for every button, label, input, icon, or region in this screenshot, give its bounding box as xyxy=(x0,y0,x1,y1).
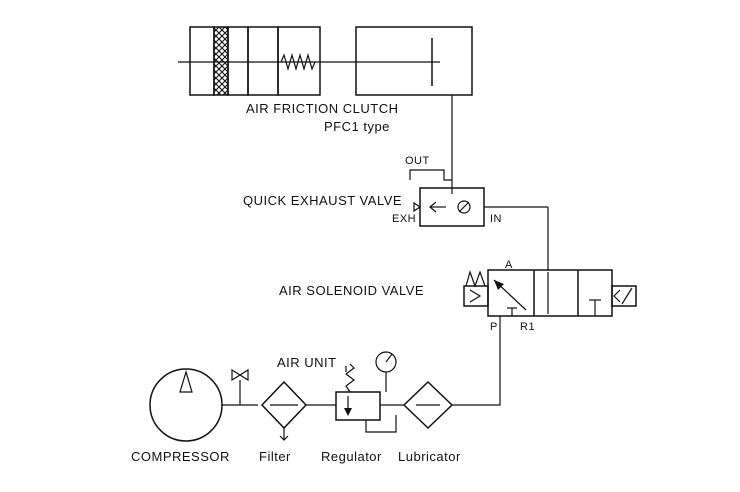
lubricator-diamond-icon xyxy=(402,380,454,430)
pfc1-type-label: PFC1 type xyxy=(324,119,390,134)
solenoid-spring-arrow-icon xyxy=(469,289,482,303)
qev-check-ball-icon xyxy=(457,200,471,214)
filter-label: Filter xyxy=(259,449,291,464)
compressor xyxy=(149,368,223,442)
qev-in-label: IN xyxy=(490,213,502,225)
solenoid-spring-box xyxy=(463,285,489,307)
qev-check-ball-slash xyxy=(458,201,470,213)
air-friction-clutch-label: AIR FRICTION CLUTCH xyxy=(246,101,399,116)
clutch-plate-right xyxy=(247,26,279,96)
solenoid-valve-body xyxy=(487,269,613,317)
air-unit-label: AIR UNIT xyxy=(277,355,337,370)
solenoid-coil-arrow-icon xyxy=(613,289,621,303)
quick-exhaust-valve-label: QUICK EXHAUST VALVE xyxy=(243,193,403,208)
quick-exhaust-valve xyxy=(409,169,548,227)
regulator xyxy=(335,351,397,433)
lubricator xyxy=(402,380,454,430)
air-solenoid-valve-label: AIR SOLENOID VALVE xyxy=(279,283,425,298)
air-solenoid-valve xyxy=(463,269,637,317)
qev-exhaust-port-icon xyxy=(413,201,421,213)
solenoid-coil-slash-icon xyxy=(621,287,633,305)
pressure-gauge-needle xyxy=(385,353,393,363)
lubricator-label: Lubricator xyxy=(398,449,461,464)
pipe-unit-to-solenoid xyxy=(452,316,501,406)
compressor-circle-icon xyxy=(149,368,223,442)
solenoid-coil-box xyxy=(611,285,637,307)
qev-out-label: OUT xyxy=(405,155,430,167)
regulator-label: Regulator xyxy=(321,449,382,464)
regulator-arrow-icon xyxy=(344,408,352,416)
port-p-label: P xyxy=(490,321,498,333)
qev-out-port xyxy=(409,169,452,181)
compressor-label: COMPRESSOR xyxy=(131,449,230,464)
regulator-spring-icon xyxy=(345,363,355,393)
port-a-label: A xyxy=(505,259,513,271)
solenoid-flow-arrowhead-left xyxy=(494,280,504,290)
filter xyxy=(260,380,308,441)
clutch-plate-middle xyxy=(227,26,249,96)
qev-exh-label: EXH xyxy=(392,213,417,225)
compressor-triangle-icon xyxy=(179,369,193,393)
port-r1-label: R1 xyxy=(520,321,536,333)
filter-drain-icon xyxy=(279,435,289,441)
regulator-feedback-line xyxy=(365,415,397,433)
clutch-spring-housing xyxy=(277,26,321,96)
solenoid-spring-icon xyxy=(465,270,486,288)
clutch-spring-icon xyxy=(280,52,316,72)
clutch-friction-lining xyxy=(213,26,229,96)
tap-valve-icon xyxy=(231,368,249,382)
clutch-plate-left xyxy=(189,26,215,96)
clutch-cylinder xyxy=(355,26,473,96)
regulator-body xyxy=(335,391,381,421)
air-friction-clutch xyxy=(178,26,473,96)
